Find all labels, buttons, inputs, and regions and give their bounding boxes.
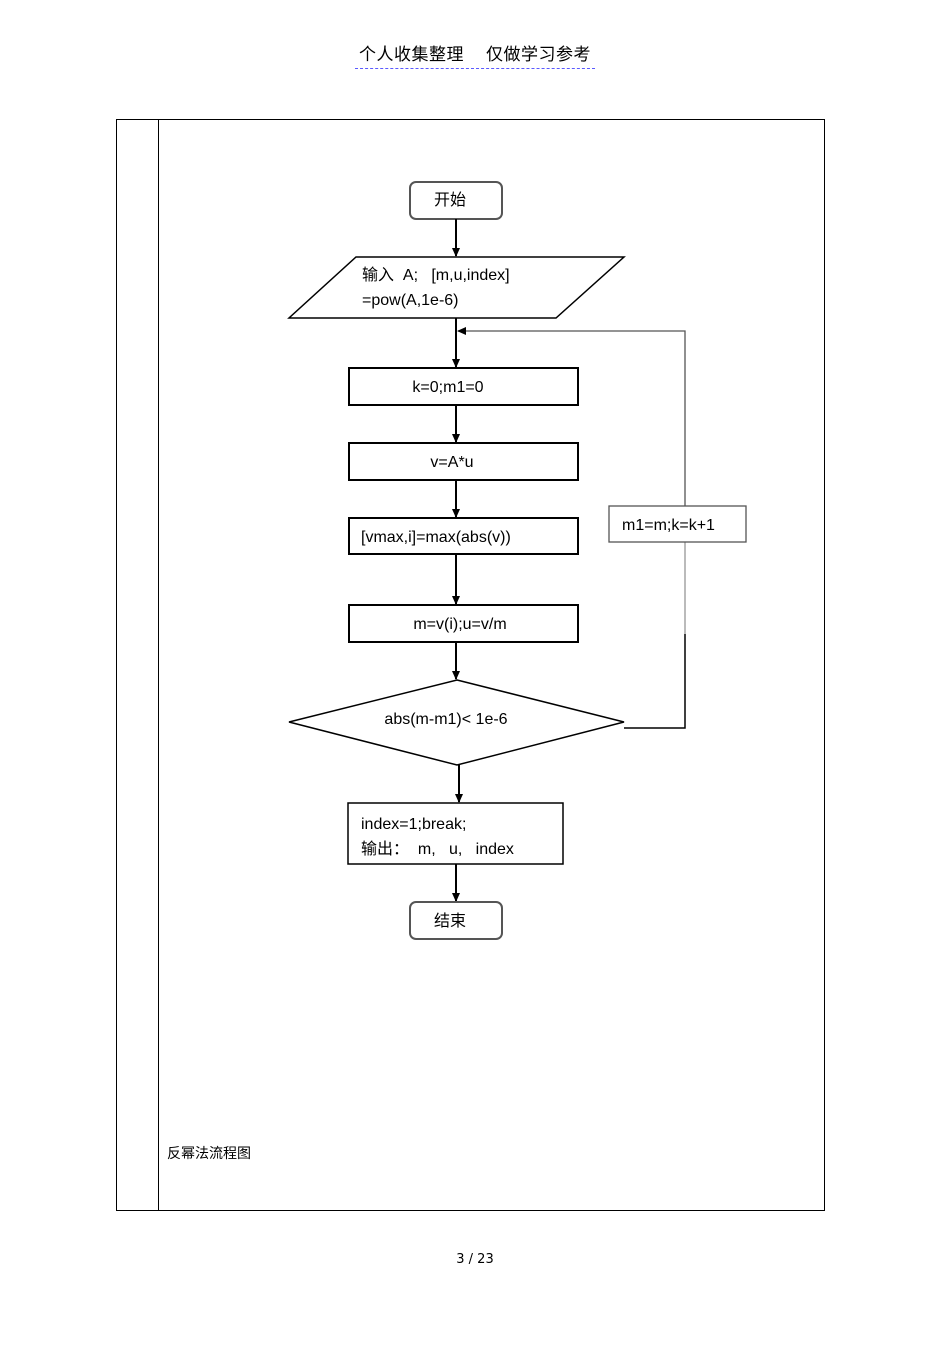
loop-line-lower: [624, 634, 686, 729]
loop-update-box: [608, 505, 747, 543]
end-label: 结束: [434, 912, 466, 930]
page-number: 3 / 23: [456, 1252, 494, 1267]
update-mu-label: m=v(i);u=v/m: [413, 616, 506, 633]
init-label: k=0;m1=0: [412, 379, 483, 396]
input-label-line2: =pow(A,1e-6): [362, 292, 459, 309]
init-box: [348, 367, 579, 406]
input-parallelogram: [287, 256, 626, 319]
result-label-line2: 输出： m, u, index: [361, 840, 514, 858]
figure-caption: 反幂法流程图: [167, 1146, 251, 1162]
header-watermark: 个人收集整理 仅做学习参考: [355, 40, 595, 69]
condition-diamond: [288, 679, 625, 766]
compute-v-box: [348, 442, 579, 481]
input-label-line1: 输入 A; [m,u,index]: [362, 266, 510, 284]
table-column-divider: [158, 119, 159, 1211]
start-label: 开始: [434, 191, 466, 209]
header-left-text: 个人收集整理: [359, 45, 464, 65]
loop-line-upper: [457, 327, 686, 506]
max-abs-label: [vmax,i]=max(abs(v)): [361, 529, 511, 546]
table-frame: [116, 119, 825, 1211]
header-right-text: 仅做学习参考: [486, 45, 591, 65]
result-box: [347, 802, 564, 865]
loop-update-label: m1=m;k=k+1: [622, 517, 715, 534]
page-header: 个人收集整理 仅做学习参考: [0, 40, 950, 69]
update-mu-box: [348, 604, 579, 643]
compute-v-label: v=A*u: [430, 454, 473, 471]
end-terminal: [409, 901, 503, 940]
max-abs-box: [348, 517, 579, 555]
result-label-line1: index=1;break;: [361, 816, 466, 833]
condition-label: abs(m-m1)< 1e-6: [384, 711, 507, 728]
